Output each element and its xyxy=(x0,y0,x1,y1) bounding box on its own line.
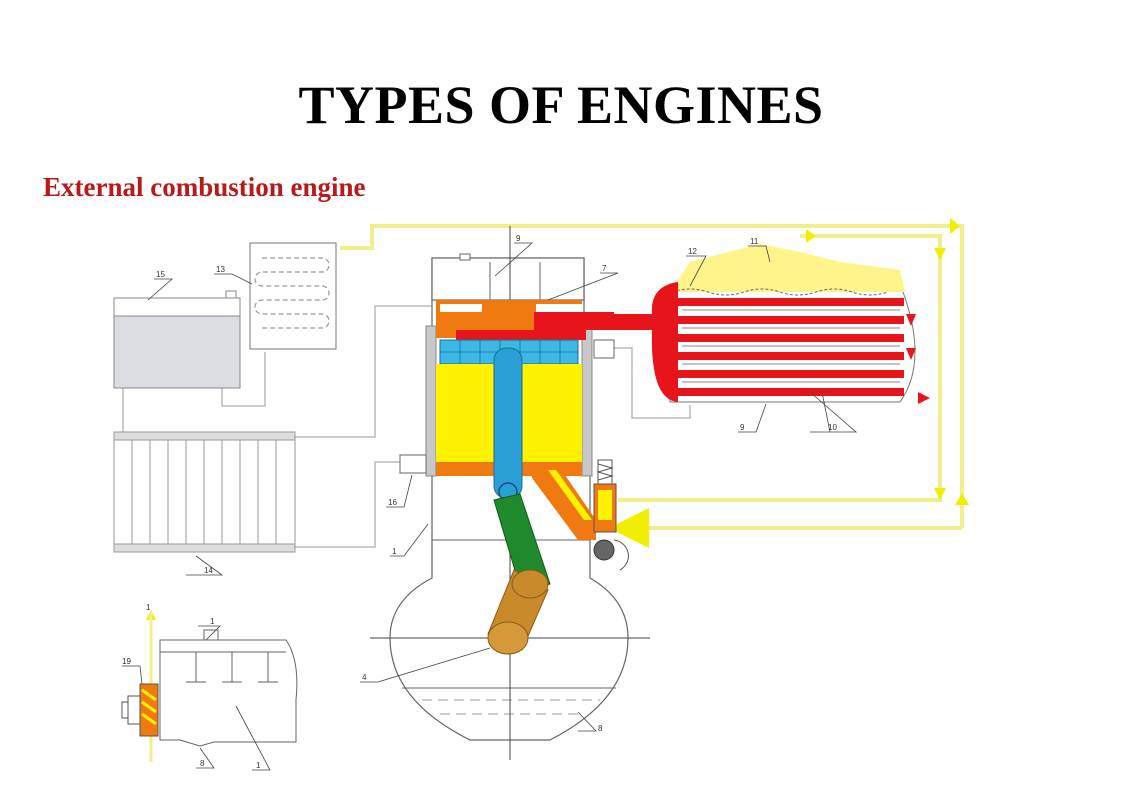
yellow-circulation-pipes xyxy=(340,224,964,548)
auxiliary-assembly xyxy=(121,612,298,762)
label-8-engine: 8 xyxy=(598,724,603,733)
label-19: 19 xyxy=(122,657,131,666)
radiator xyxy=(113,431,296,553)
label-9-right: 9 xyxy=(740,423,745,432)
label-1-aux-top: 1 xyxy=(210,617,215,626)
label-15: 15 xyxy=(156,270,165,279)
label-9-top: 9 xyxy=(516,234,521,243)
leader-lines xyxy=(122,242,858,771)
label-10: 10 xyxy=(828,423,837,432)
label-14: 14 xyxy=(204,566,213,575)
slide-subtitle: External combustion engine xyxy=(43,172,366,202)
valve-spring xyxy=(593,459,629,571)
label-1-engine: 1 xyxy=(392,547,397,556)
boiler-tank xyxy=(113,290,241,389)
label-12: 12 xyxy=(688,247,697,256)
label-7: 7 xyxy=(602,264,607,273)
crosshead-guide xyxy=(532,462,596,540)
crankshaft xyxy=(487,569,549,655)
gray-connector-lines xyxy=(122,305,691,548)
condenser-coil xyxy=(249,242,337,350)
label-13: 13 xyxy=(216,265,225,274)
label-4: 4 xyxy=(362,673,367,682)
heat-exchanger xyxy=(596,244,930,404)
label-11: 11 xyxy=(750,237,759,246)
part-labels: 15 13 16 1 14 9 7 12 11 9 10 4 8 19 1 8 … xyxy=(122,234,837,770)
piston-rod xyxy=(493,347,523,502)
yellow-arrowheads xyxy=(146,218,969,620)
label-1-aux-bottom: 1 xyxy=(256,761,261,770)
cylinder-head-hot xyxy=(436,300,614,340)
slide-title: TYPES OF ENGINES xyxy=(298,75,824,135)
connecting-rod xyxy=(493,493,551,595)
sensor-boxes xyxy=(399,339,615,474)
label-8-aux: 8 xyxy=(200,759,205,768)
label-1-aux-left: 1 xyxy=(146,603,151,612)
label-16: 16 xyxy=(388,498,397,507)
